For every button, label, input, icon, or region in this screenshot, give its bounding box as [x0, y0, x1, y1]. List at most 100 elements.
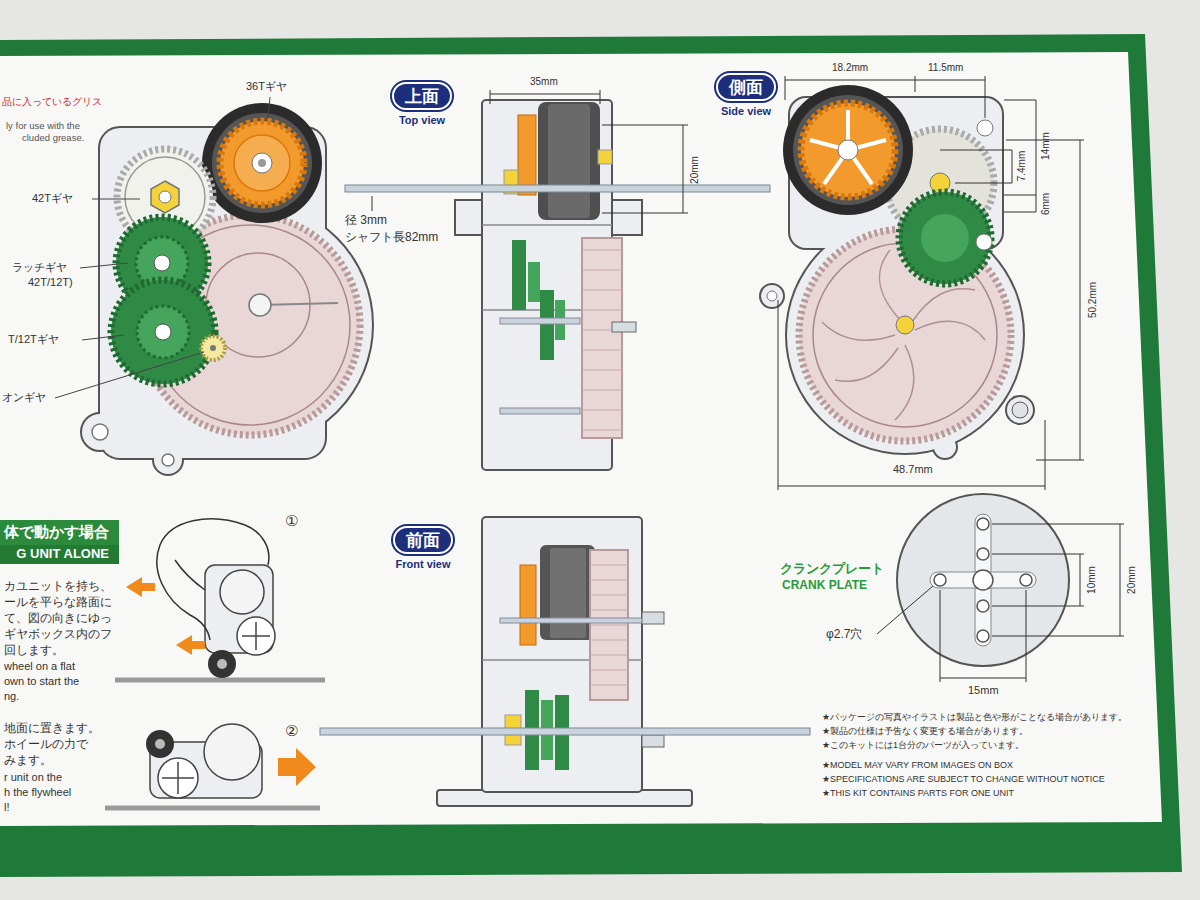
step-figure-2 [278, 748, 316, 786]
top-view-housing [518, 115, 536, 195]
top-view-housing [345, 185, 770, 192]
side-view-housing [1007, 397, 1033, 423]
step-figure-1 [115, 678, 325, 683]
dimension-line [1026, 590, 1027, 682]
dimension-line [955, 183, 1012, 184]
note-text: 品に入っているグリス [2, 96, 102, 108]
instruction-text: wheel on a flat [4, 660, 75, 673]
crank-plate [1020, 574, 1032, 586]
view-badge: 上面 Top view [392, 82, 452, 128]
box-ground [0, 34, 1182, 877]
instruction-text: r unit on the [4, 771, 62, 784]
spur-gear-42t [159, 191, 171, 203]
dimension-line [490, 94, 600, 95]
view-heading: 体で動かす場合 [0, 520, 119, 545]
instruction-text: ng. [4, 690, 19, 703]
step-figure-1 [242, 622, 270, 650]
top-view-housing [538, 102, 600, 220]
spur-gear-36t [258, 159, 266, 167]
double-gear [111, 280, 215, 384]
dimension-line [940, 678, 1026, 679]
dimension: 35mm [530, 76, 558, 88]
crank-plate [897, 494, 1069, 666]
leader-line [55, 97, 270, 398]
note-text: ★THIS KIT CONTAINS PARTS FOR ONE UNIT [822, 788, 1014, 798]
side-view-gears [1012, 402, 1028, 418]
front-view-housing [540, 545, 595, 640]
top-view-housing [598, 150, 612, 164]
instruction-text: own to start the [4, 675, 79, 688]
dimension-line [992, 524, 1124, 525]
view-caption: Top view [392, 114, 452, 127]
crank-plate [934, 518, 1032, 642]
step-figure-1 [115, 519, 325, 680]
view-heading: 上面 [392, 82, 452, 110]
step-figure-1 [237, 617, 275, 655]
dimension: 15mm [968, 684, 999, 697]
side-view-gears [767, 85, 1028, 441]
dimension-line [877, 524, 1124, 682]
dimension-line [985, 76, 986, 118]
leader-line [80, 263, 128, 268]
dimension-line [683, 125, 684, 213]
dimension-line [1036, 460, 1084, 461]
dimension-line [372, 196, 373, 211]
dimension-line [1004, 100, 1036, 101]
view-badge: 前面Front view [393, 526, 453, 572]
instruction-text: ホイールの力で [4, 738, 88, 751]
dimension-line [992, 554, 1084, 555]
top-view-housing [540, 290, 554, 360]
instruction-text: h the flywheel [4, 786, 71, 799]
dimension-line [1080, 554, 1081, 606]
dimension-line [915, 76, 916, 92]
front-view-housing [642, 735, 664, 747]
side-view-gears [896, 316, 914, 334]
note-text: ★MODEL MAY VARY FROM IMAGES ON BOX [822, 760, 1013, 770]
front-view-housing [482, 517, 642, 792]
step-figure-2 [146, 730, 174, 758]
dimension: シャフト長82mm [345, 231, 438, 245]
top-view-housing [582, 250, 622, 430]
gearbox-housing [154, 446, 182, 474]
side-view-gears [810, 110, 886, 184]
gearbox-housing [82, 414, 118, 450]
dimension-line [1012, 150, 1013, 183]
top-view-housing [345, 100, 770, 470]
side-view-gears [783, 85, 913, 215]
instruction-text: l! [4, 801, 10, 814]
top-view-housing [512, 240, 526, 310]
dimension: 48.7mm [893, 463, 933, 476]
front-view-housing [590, 550, 628, 700]
double-gear [137, 306, 189, 358]
dimension: 50.2mm [1087, 282, 1099, 318]
step-figure-1 [220, 570, 264, 614]
top-view-housing [500, 408, 580, 414]
section-banner: 体で動かす場合G UNIT ALONE [0, 520, 119, 564]
spur-gear-36t [220, 121, 304, 205]
side-view-gears [921, 214, 969, 262]
top-view-housing [548, 104, 590, 218]
dimension-line [785, 76, 786, 100]
part-name: T/12Tギヤ [8, 333, 59, 346]
leader-line [55, 352, 204, 398]
crank-plate [977, 630, 989, 642]
note-text: cluded grease. [22, 133, 84, 144]
part-name: オンギヤ [2, 391, 46, 404]
view-caption: G UNIT ALONE [0, 545, 119, 565]
step-figure-1 [157, 519, 269, 640]
crank-plate [897, 494, 1069, 666]
view-heading: 前面 [393, 526, 453, 554]
dimension: 11.5mm [928, 62, 963, 74]
dimension-line [940, 150, 1012, 151]
step-number: ① [285, 512, 298, 529]
part-name: CRANK PLATE [782, 579, 867, 593]
dimension: 6mm [1040, 193, 1052, 215]
leader-line [268, 97, 270, 118]
dimension-line [778, 76, 1084, 490]
side-view-housing [761, 285, 783, 307]
side-view-gears [793, 95, 903, 205]
step-figure-1 [208, 650, 236, 678]
